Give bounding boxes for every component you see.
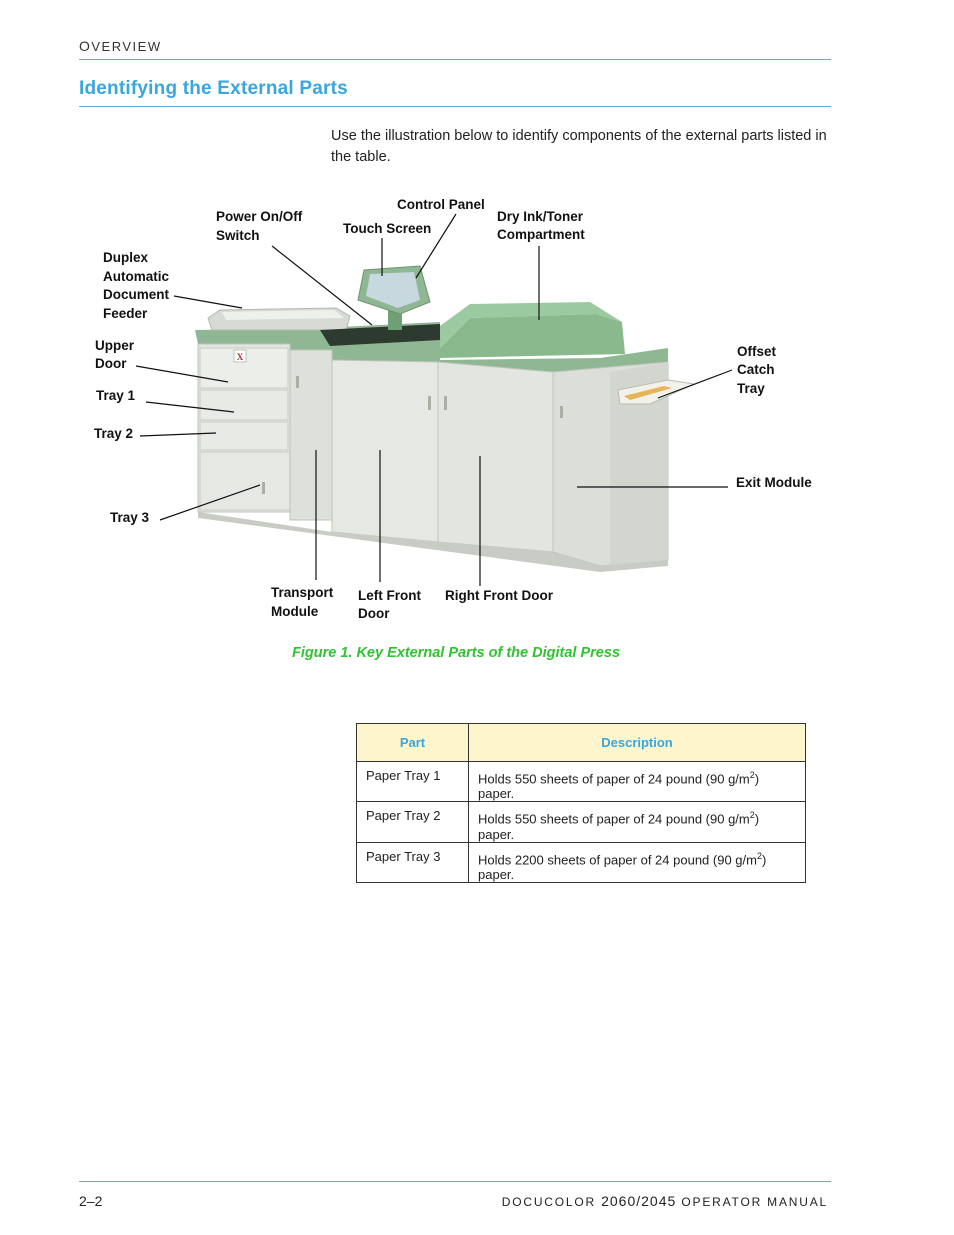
- callout-dry-ink-2: Compartment: [497, 227, 585, 242]
- manual-brand: DOCUCOLOR: [501, 1195, 602, 1209]
- exit-module-side: [610, 362, 668, 566]
- logo-badge: [233, 349, 247, 363]
- header-part: Part: [356, 723, 469, 762]
- intro-paragraph: Use the illustration below to identify c…: [331, 128, 827, 165]
- callout-tray3: Tray 3: [110, 510, 150, 525]
- parts-table: Part Description Paper Tray 1 Holds 550 …: [356, 723, 806, 883]
- left-door-handle: [428, 396, 431, 410]
- feeder-tray: [222, 310, 344, 320]
- manual-model: 2060/2045: [601, 1193, 677, 1209]
- desc-text-end: ) paper.: [478, 811, 760, 842]
- header-description: Description: [468, 723, 806, 762]
- callout-duplex-3: Document: [103, 287, 170, 302]
- floor-shadow: [198, 512, 668, 572]
- press-drawing: X: [135, 213, 733, 586]
- callout-tray2: Tray 2: [94, 426, 134, 441]
- desc-text-end: ) paper.: [478, 851, 767, 882]
- left-front-door: [331, 359, 439, 543]
- transport-handle: [296, 376, 299, 388]
- leader-document-feeder: [173, 295, 243, 309]
- running-head-cap: O: [79, 38, 92, 54]
- press-illustration: X Control: [0, 190, 954, 630]
- dry-ink-compartment: [440, 314, 625, 358]
- leader-tray2: [139, 432, 217, 437]
- right-front-door: [437, 361, 554, 553]
- callout-duplex-2: Automatic: [103, 269, 170, 284]
- tray-paper: [624, 386, 672, 400]
- manual-suffix: OPERATOR MANUAL: [676, 1195, 828, 1209]
- callout-offset-3: Tray: [737, 381, 765, 396]
- leader-tray1: [145, 401, 235, 413]
- tray3-handle: [262, 482, 265, 494]
- leader-offset-tray: [657, 369, 733, 399]
- table-row: Paper Tray 2 Holds 550 sheets of paper o…: [356, 801, 806, 843]
- leader-control-panel: [415, 213, 457, 279]
- cell-part: Paper Tray 2: [356, 801, 469, 843]
- callout-offset-2: Catch: [737, 362, 775, 377]
- desc-sup: 2: [756, 850, 762, 861]
- cell-part: Paper Tray 1: [356, 760, 469, 803]
- tray2-panel: [199, 421, 289, 451]
- callout-offset-1: Offset: [737, 344, 777, 359]
- upper-door-panel: [199, 347, 289, 389]
- desc-sup: 2: [749, 810, 755, 821]
- leader-tray3: [159, 484, 261, 521]
- leader-lines: [135, 213, 733, 586]
- manual-title: DOCUCOLOR 2060/2045 OPERATOR MANUAL: [502, 1193, 828, 1209]
- table-row: Paper Tray 1 Holds 550 sheets of paper o…: [356, 760, 806, 803]
- tray1-panel: [199, 389, 289, 421]
- platen-area: [320, 324, 440, 346]
- top-deck: [195, 322, 668, 372]
- desc-sup: 2: [749, 770, 755, 780]
- figure-caption: Figure 1. Key External Parts of the Digi…: [292, 645, 620, 661]
- desc-text: Holds 2200 sheets of paper of 24 pound (…: [478, 851, 757, 867]
- cell-description: Holds 2200 sheets of paper of 24 pound (…: [468, 841, 806, 883]
- cell-description: Holds 550 sheets of paper of 24 pound (9…: [468, 801, 806, 843]
- callout-exit-module: Exit Module: [736, 475, 812, 490]
- desc-text: Holds 550 sheets of paper of 24 pound (9…: [478, 811, 750, 827]
- callout-dry-ink-1: Dry Ink/Toner: [497, 209, 584, 224]
- callout-power-switch-1: Power On/Off: [216, 209, 303, 224]
- desc-text: Holds 550 sheets of paper of 24 pound (9…: [478, 771, 750, 787]
- page-number: 2–2: [79, 1193, 103, 1209]
- callout-right-door: Right Front Door: [445, 588, 553, 603]
- cell-description: Holds 550 sheets of paper of 24 pound (9…: [468, 760, 806, 803]
- right-door-handle: [444, 396, 447, 410]
- table-row: Paper Tray 3 Holds 2200 sheets of paper …: [356, 841, 806, 883]
- callout-left-door-2: Door: [358, 606, 390, 621]
- callout-transport-1: Transport: [271, 585, 334, 600]
- header-rule: [79, 59, 831, 60]
- footer-rule: [79, 1181, 831, 1182]
- table-header-row: Part Description: [356, 723, 806, 762]
- dry-ink-lid: [440, 302, 622, 348]
- section-title: Identifying the External Parts: [79, 78, 348, 99]
- callout-upper-door-1: Upper: [95, 338, 135, 353]
- callout-upper-door-2: Door: [95, 356, 127, 371]
- xerox-logo: X: [237, 352, 244, 362]
- desc-text-end: ) paper.: [478, 771, 760, 802]
- callout-control-panel: Control Panel: [397, 197, 485, 212]
- touch-screen: [366, 272, 420, 308]
- exit-handle: [560, 406, 563, 418]
- running-head-rest: VERVIEW: [91, 39, 162, 54]
- callout-transport-2: Module: [271, 604, 319, 619]
- callout-tray1: Tray 1: [96, 388, 136, 403]
- callout-duplex-4: Feeder: [103, 306, 148, 321]
- callout-left-door-1: Left Front: [358, 588, 421, 603]
- leader-upper-door: [135, 365, 229, 383]
- leader-power-switch: [271, 245, 373, 326]
- callout-duplex-1: Duplex: [103, 250, 149, 265]
- callout-touch-screen: Touch Screen: [343, 221, 432, 236]
- title-rule: [79, 106, 831, 107]
- transport-module: [289, 349, 333, 521]
- callout-power-switch-2: Switch: [216, 228, 260, 243]
- cell-part: Paper Tray 3: [356, 841, 469, 883]
- running-head: OVERVIEW: [79, 38, 162, 54]
